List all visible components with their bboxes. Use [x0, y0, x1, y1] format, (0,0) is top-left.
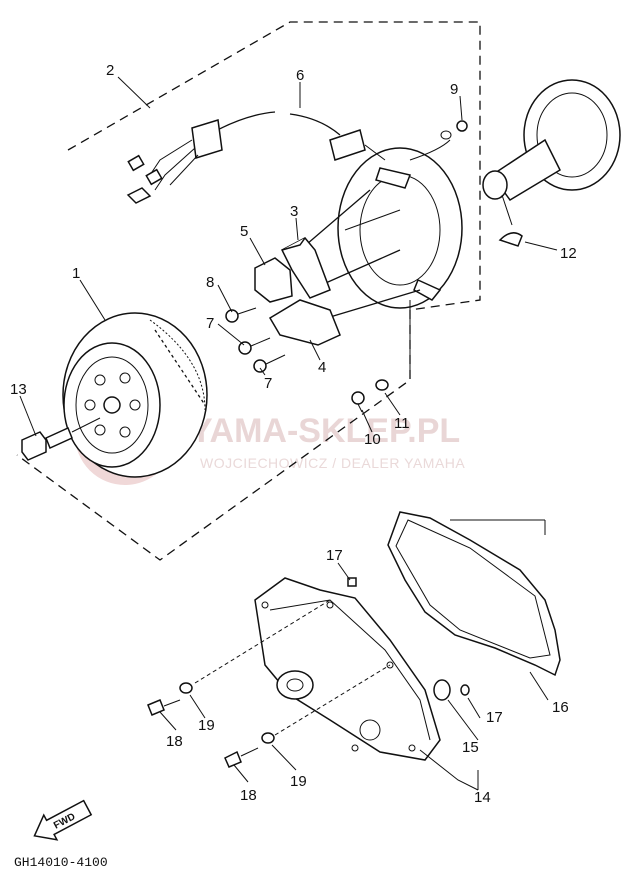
crankshaft: [482, 79, 621, 201]
callout-6: 6: [296, 67, 304, 84]
leader-lines: [19, 76, 558, 791]
pickup-coil: [280, 237, 331, 299]
crankcase-cover: [254, 577, 441, 761]
callout-14: 14: [474, 789, 491, 806]
callout-19a: 19: [198, 717, 215, 734]
fwd-arrow: FWD: [33, 799, 93, 841]
flywheel-rotor: [62, 312, 208, 478]
callout-12: 12: [560, 245, 577, 262]
callout-1: 1: [72, 265, 80, 282]
assembly-lines: [194, 519, 546, 736]
bolt-18b: [224, 747, 259, 768]
callout-16: 16: [552, 699, 569, 716]
screw-8: [225, 307, 257, 323]
washer-19a: [179, 682, 193, 694]
callout-15: 15: [462, 739, 479, 756]
callout-11: 11: [394, 415, 410, 432]
callout-7a: 7: [206, 315, 214, 332]
screw-17b: [460, 684, 470, 696]
callout-18a: 18: [166, 733, 183, 750]
plug-screw: [351, 391, 365, 413]
charging-coil: [268, 299, 341, 346]
callouts: 1 2 3 4 5 6 7 7 8 9 10 11 12 13 14 15 16…: [10, 62, 577, 806]
bolt-18a: [147, 699, 181, 716]
callout-7b: 7: [264, 375, 272, 392]
washer-19b: [261, 732, 275, 744]
callout-5: 5: [240, 223, 248, 240]
watermark-subtitle: WOJCIECHOWICZ / DEALER YAMAHA: [200, 455, 465, 471]
callout-17b: 17: [486, 709, 503, 726]
callout-17a: 17: [326, 547, 343, 564]
screw-9: [440, 120, 468, 140]
screw-17a: [347, 577, 357, 587]
screw-7b: [253, 354, 286, 373]
woodruff-key: [498, 232, 523, 247]
wire-harness: [126, 111, 451, 204]
assembly-dashed-outline: [16, 21, 481, 561]
callout-4: 4: [318, 359, 326, 376]
callout-10: 10: [364, 431, 381, 448]
watermark-brand: YAMA-SKLEP.PL: [190, 412, 460, 450]
callout-3: 3: [290, 203, 298, 220]
coil-bracket: [254, 257, 293, 303]
washer-11: [375, 379, 389, 391]
rotor-bolt: [21, 417, 101, 461]
screw-7a: [238, 337, 271, 355]
callout-19b: 19: [290, 773, 307, 790]
gasket: [387, 511, 561, 677]
callout-2: 2: [106, 62, 114, 79]
callout-9: 9: [450, 81, 458, 98]
stator-assembly: [299, 147, 463, 321]
callout-13: 13: [10, 381, 27, 398]
callout-18b: 18: [240, 787, 257, 804]
callout-8: 8: [206, 274, 214, 291]
diagram-code: GH14010-4100: [14, 855, 108, 870]
dowel-pin: [433, 679, 451, 701]
